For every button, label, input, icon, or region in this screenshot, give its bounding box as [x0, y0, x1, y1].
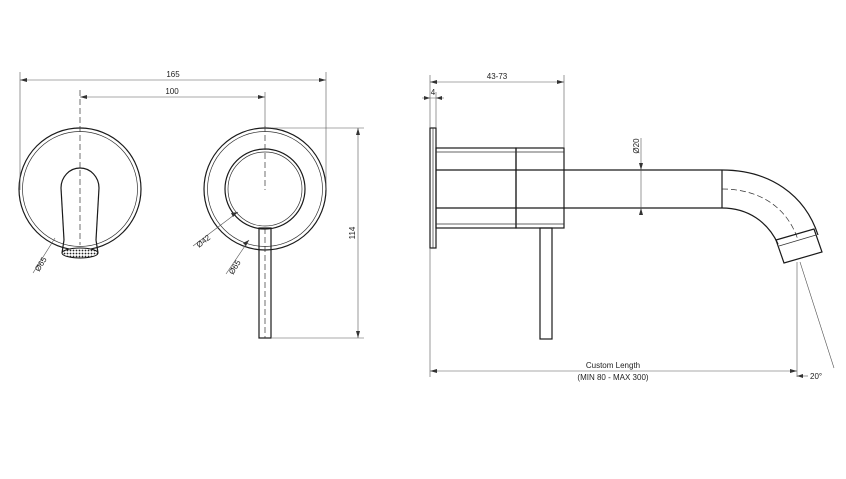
dimension-angle-label: 20° — [810, 372, 822, 381]
dimension-height: 114 — [272, 127, 364, 339]
dimension-overall-width-label: 165 — [166, 70, 180, 79]
callout-right-plate-diameter: Ø65 — [225, 239, 250, 276]
dimension-custom-length-range: (MIN 80 - MAX 300) — [577, 373, 648, 382]
side-wall-plate — [429, 127, 437, 249]
dimension-plate-thickness-label: 4 — [431, 88, 436, 97]
dimension-spout-diameter: Ø20 — [632, 138, 643, 215]
dimension-center-distance-label: 100 — [165, 87, 179, 96]
dimension-spout-depth: 43-73 — [429, 72, 565, 148]
spout-front — [60, 167, 100, 259]
front-view: 165 100 114 Ø65 Ø42 — [18, 70, 364, 339]
dimension-spout-diameter-label: Ø20 — [632, 138, 641, 154]
side-handle — [539, 227, 553, 340]
dimension-center-distance: 100 — [80, 87, 266, 128]
dimension-angle: 20° — [797, 261, 835, 381]
mixer-handle — [258, 227, 272, 339]
side-view: 43-73 4 Ø20 Custom Length (MIN 80 - MAX … — [422, 72, 835, 382]
dimension-plate-thickness: 4 — [422, 88, 444, 128]
dimension-spout-depth-label: 43-73 — [487, 72, 508, 81]
dimension-height-label: 114 — [348, 226, 357, 239]
dimension-overall-width: 165 — [19, 70, 327, 190]
side-body — [435, 147, 565, 229]
handle-diameter-label: Ø42 — [195, 233, 213, 250]
dimension-custom-length-label: Custom Length — [586, 361, 640, 370]
dimension-custom-length: Custom Length (MIN 80 - MAX 300) — [429, 248, 798, 382]
callout-left-plate-diameter: Ø65 — [32, 237, 56, 274]
left-plate-diameter-label: Ø65 — [33, 255, 49, 273]
side-spout-pipe — [436, 169, 823, 264]
right-plate-diameter-label: Ø65 — [227, 258, 243, 276]
